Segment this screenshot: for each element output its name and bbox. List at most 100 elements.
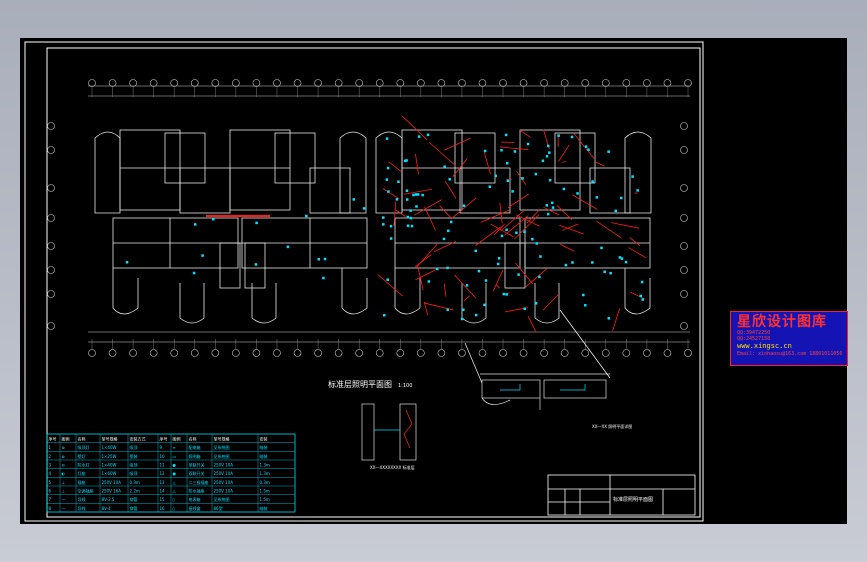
fixture-symbol bbox=[506, 179, 510, 182]
axis-bubble bbox=[560, 79, 569, 87]
fixture-symbol bbox=[591, 261, 594, 264]
axis-bubble bbox=[232, 79, 240, 87]
fixture-symbol bbox=[636, 189, 639, 192]
axis-bubble bbox=[252, 79, 261, 87]
legend-cell: 10 bbox=[160, 454, 166, 459]
fixture-symbol bbox=[541, 159, 545, 163]
fixture-symbol bbox=[531, 237, 534, 241]
drawing-viewport[interactable]: 标准层照明平面图 1:100 XX—XXXXXXXX 标准层 XX—XX 照明平… bbox=[20, 38, 848, 524]
wire-segment bbox=[428, 141, 456, 167]
legend-cell: 0.3m bbox=[260, 480, 270, 485]
fixture-symbol bbox=[483, 303, 486, 307]
fixture-symbol bbox=[254, 263, 258, 266]
legend-cell: ▯ bbox=[173, 506, 175, 511]
fixture-symbol bbox=[584, 304, 587, 307]
fixture-symbol bbox=[385, 137, 389, 140]
wire-segment bbox=[439, 205, 452, 218]
fixture-symbol bbox=[551, 206, 555, 209]
fixture-symbol bbox=[427, 280, 431, 283]
legend-cell: 12 bbox=[160, 471, 166, 476]
legend-cell: 防水插座 bbox=[189, 487, 205, 493]
axis-bubble bbox=[519, 349, 528, 357]
stamp-title: 星欣设计图库 bbox=[737, 314, 827, 330]
axis-bubble bbox=[417, 349, 425, 357]
wire-segment bbox=[401, 115, 428, 141]
axis-bubble bbox=[334, 349, 343, 357]
legend-header-cell: 图例 bbox=[173, 435, 181, 441]
legend-cell: ▭ bbox=[173, 454, 177, 459]
legend-cell: 13 bbox=[160, 480, 166, 485]
legend-cell: ● bbox=[173, 462, 177, 467]
cad-drawing[interactable]: 标准层照明平面图 1:100 XX—XXXXXXXX 标准层 XX—XX 照明平… bbox=[20, 38, 847, 524]
fixture-symbol bbox=[564, 263, 568, 267]
axis-bubble bbox=[680, 122, 688, 130]
stamp-qq-1: QQ:39472250 bbox=[737, 330, 771, 336]
wire-segment bbox=[454, 274, 477, 299]
axis-bubble bbox=[680, 290, 688, 298]
wire-segment bbox=[463, 295, 471, 302]
bottom-dimensions bbox=[88, 331, 690, 343]
legend-cell: 空调插座 bbox=[78, 487, 94, 493]
wire-segment bbox=[415, 254, 432, 267]
axis-bubble bbox=[560, 349, 569, 357]
legend-cell: 8 bbox=[49, 506, 52, 511]
fixture-symbol bbox=[497, 257, 501, 260]
fixture-symbol bbox=[545, 155, 549, 158]
axis-bubble bbox=[458, 79, 466, 87]
axis-bubble bbox=[47, 266, 55, 274]
legend-cell: 7 bbox=[49, 497, 52, 502]
axis-bubble bbox=[684, 349, 692, 357]
fixture-symbol bbox=[548, 178, 552, 182]
wire-segment bbox=[501, 141, 515, 144]
axis-bubble bbox=[211, 79, 220, 87]
fixture-symbol bbox=[449, 220, 453, 224]
axis-bubble bbox=[108, 79, 117, 87]
wire-segment bbox=[443, 283, 447, 297]
fixture-symbol bbox=[614, 209, 617, 213]
fixture-symbol bbox=[620, 257, 624, 260]
legend-cell: 吸顶 bbox=[130, 462, 138, 467]
wire-segment bbox=[483, 150, 491, 175]
axis-bubble bbox=[478, 349, 487, 357]
axis-bubble bbox=[684, 79, 692, 87]
top-axis-bubbles bbox=[88, 79, 692, 97]
fixture-symbol bbox=[535, 242, 539, 245]
legend-cell: — bbox=[62, 497, 66, 502]
fixture-symbol bbox=[397, 180, 400, 184]
axis-bubble bbox=[375, 79, 384, 87]
axis-bubble bbox=[437, 349, 446, 357]
axis-bubble bbox=[680, 322, 688, 330]
fixture-symbol bbox=[212, 217, 215, 221]
fixture-symbol bbox=[406, 215, 410, 219]
fixture-symbol bbox=[385, 178, 389, 181]
legend-cell: 吸顶灯 bbox=[78, 444, 90, 450]
axis-bubble bbox=[663, 349, 672, 357]
legend-cell: 防水灯 bbox=[78, 461, 90, 467]
left-building-plan bbox=[94, 129, 368, 324]
fixture-symbol bbox=[584, 145, 588, 148]
fixture-symbol bbox=[538, 275, 541, 279]
legend-cell: 1×40W bbox=[102, 462, 117, 467]
fixture-symbol bbox=[417, 135, 421, 138]
legend-cell: ⊗ bbox=[62, 445, 65, 450]
wire-segment bbox=[417, 266, 424, 291]
fixture-symbol bbox=[305, 214, 308, 218]
fixture-symbol bbox=[125, 260, 129, 264]
axis-bubble bbox=[47, 184, 55, 192]
detail-plan-2 bbox=[464, 309, 611, 410]
fixture-symbol bbox=[534, 302, 538, 305]
axis-bubble bbox=[273, 79, 281, 87]
wire-segment bbox=[393, 201, 397, 226]
axis-bubble bbox=[108, 349, 117, 357]
wire-segment bbox=[382, 188, 400, 200]
legend-cell: ● bbox=[173, 471, 177, 476]
fixture-symbol bbox=[557, 134, 560, 137]
fixture-symbol bbox=[286, 245, 290, 249]
fixture-symbol bbox=[539, 255, 542, 258]
axis-bubble bbox=[149, 79, 158, 87]
axis-bubble bbox=[334, 79, 343, 87]
inner-frame bbox=[46, 47, 701, 518]
plan-title: 标准层照明平面图 bbox=[328, 379, 392, 389]
axis-bubble bbox=[47, 242, 55, 250]
axis-bubble bbox=[643, 79, 651, 87]
